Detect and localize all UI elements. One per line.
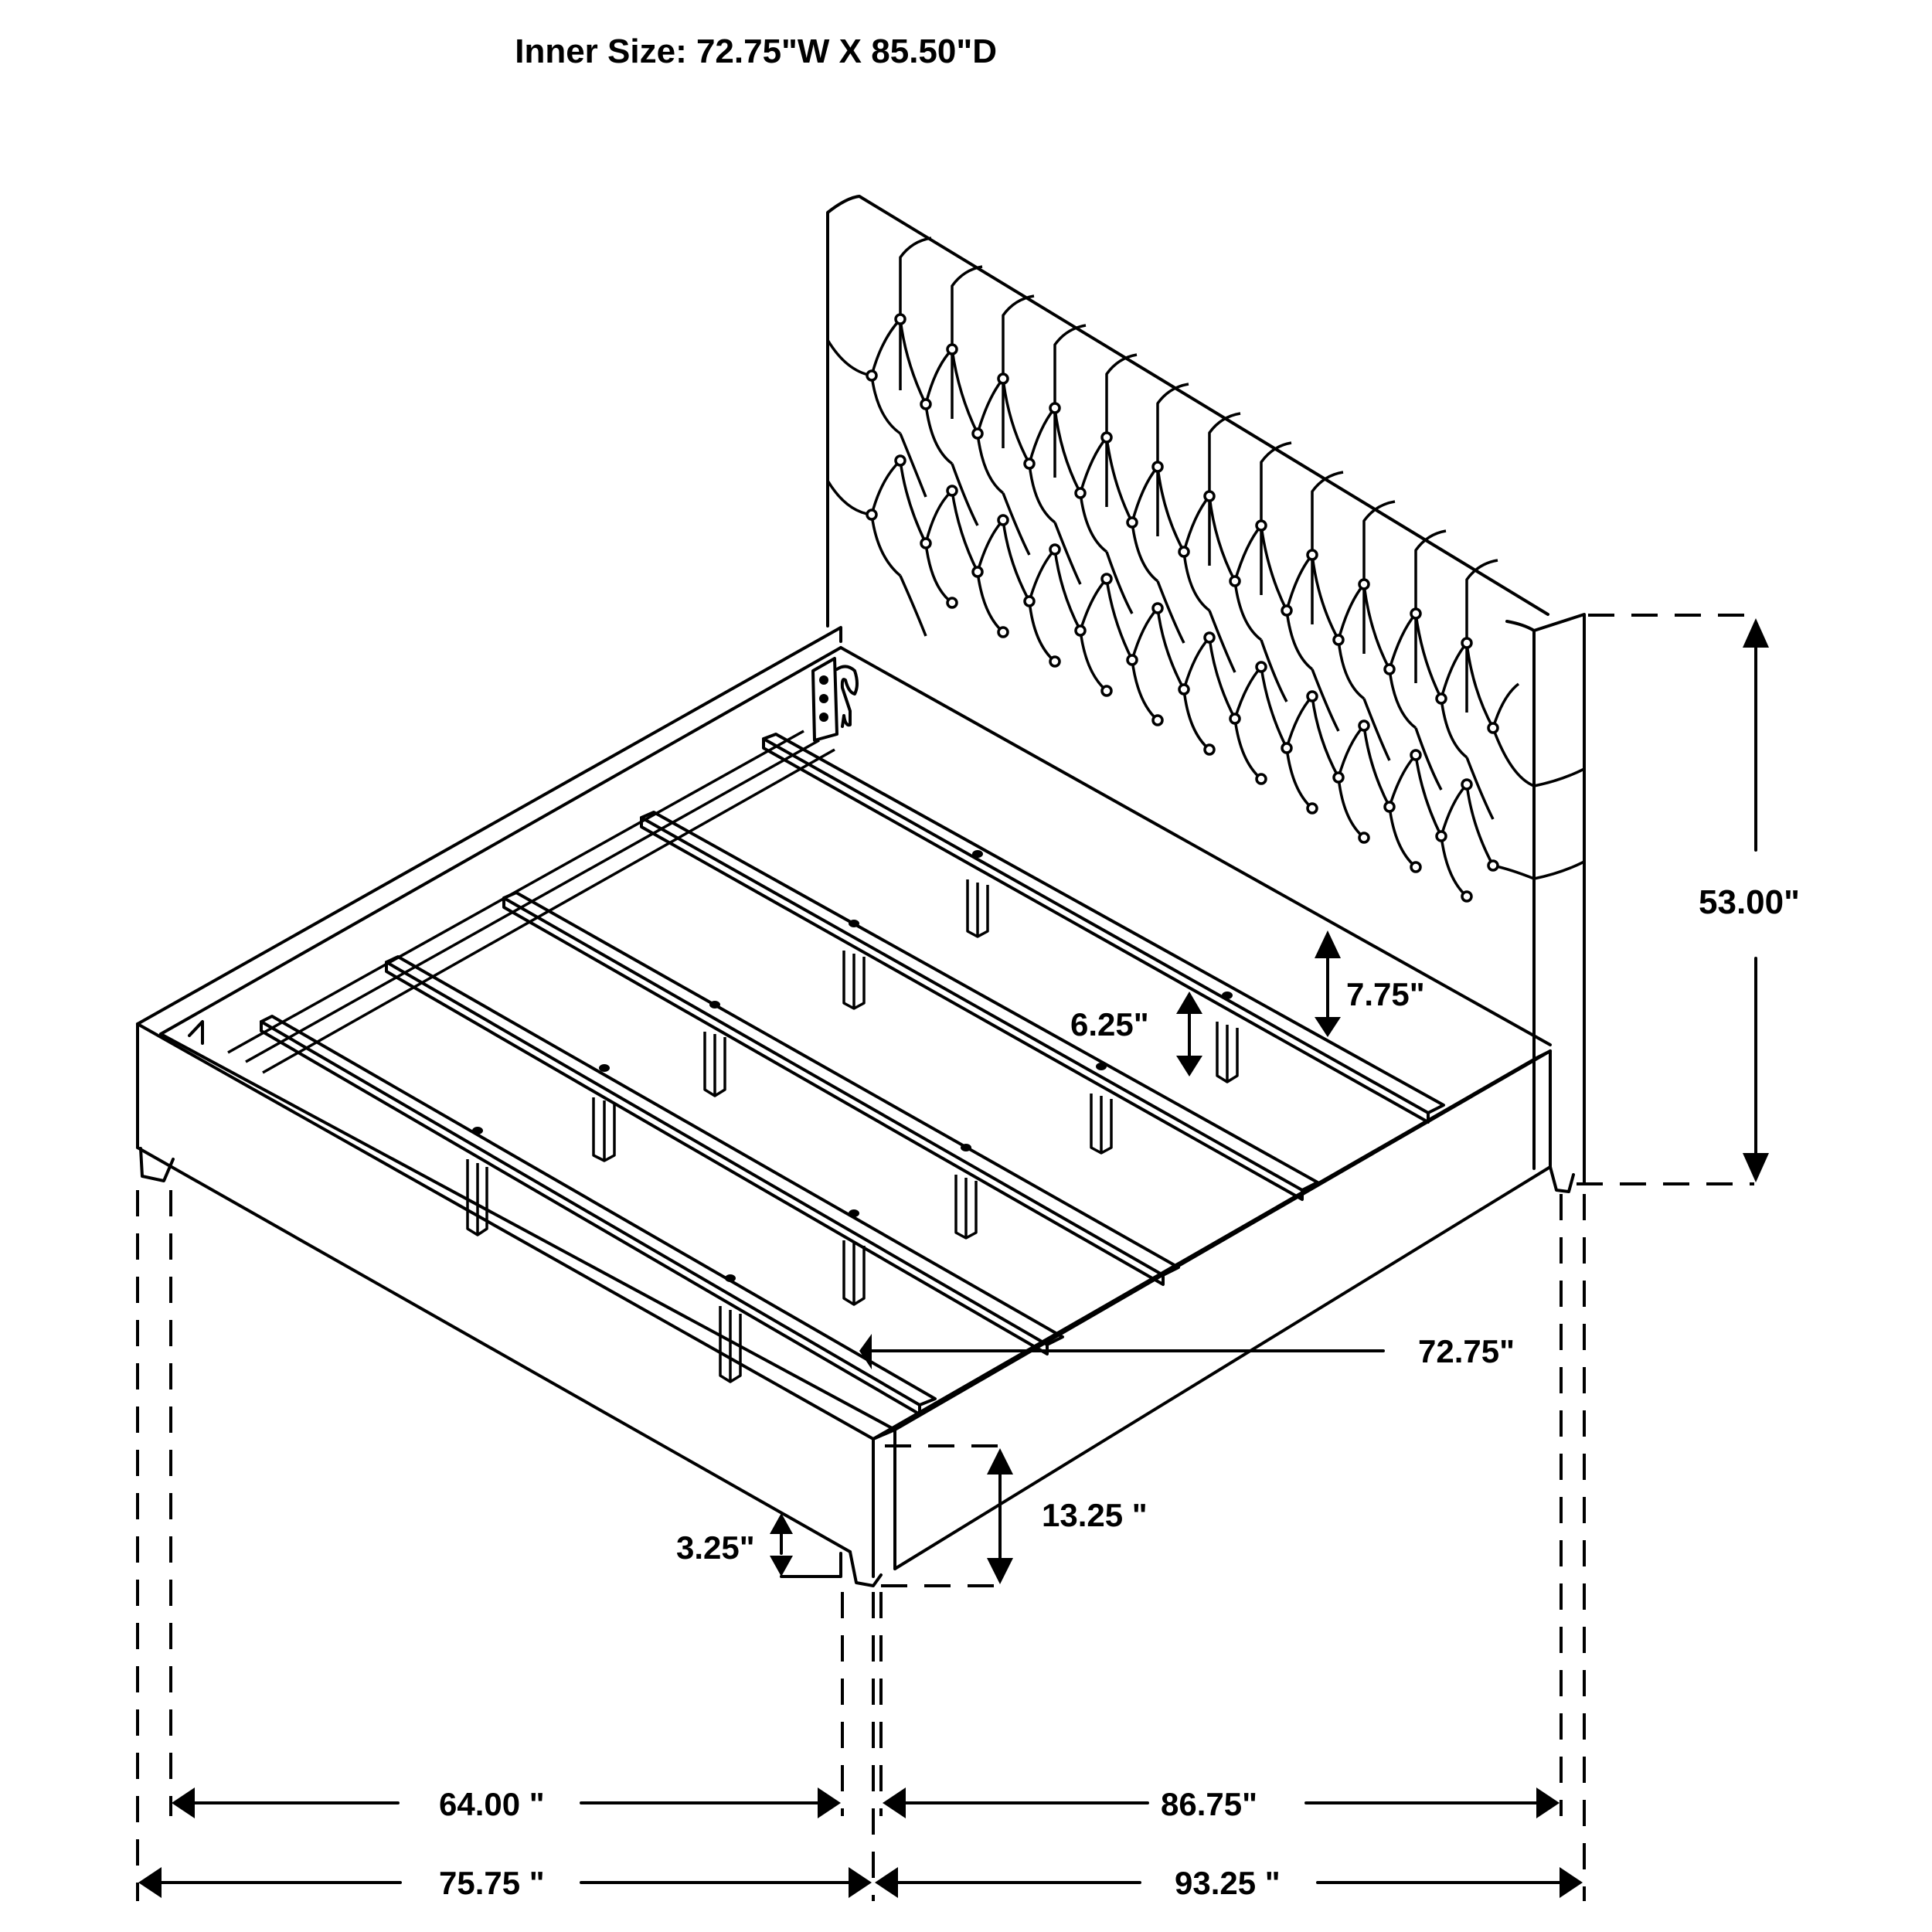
inner-side-length-label: 86.75" <box>1161 1786 1258 1822</box>
bed-frame <box>136 626 1575 1587</box>
slat-support-legs <box>466 879 1239 1383</box>
side-rail-height-label: 7.75" <box>1346 976 1425 1012</box>
inner-size-title: Inner Size: 72.75"W X 85.50"D <box>515 32 997 70</box>
tufting-buttons <box>866 313 1499 903</box>
headboard-height-label: 53.00" <box>1699 883 1800 921</box>
inner-front-width-label: 64.00 " <box>439 1786 545 1822</box>
slats <box>260 733 1445 1416</box>
overall-width-label: 75.75 " <box>439 1865 545 1901</box>
frame-height-label: 13.25 " <box>1042 1497 1148 1533</box>
tufting-channels <box>899 236 1498 713</box>
inner-width-label: 72.75" <box>1418 1333 1515 1369</box>
diamond-tufting <box>826 318 1535 898</box>
dimension-lines <box>136 614 1769 1901</box>
slat-support-height-label: 6.25" <box>1070 1006 1149 1043</box>
leg-height-label: 3.25" <box>676 1529 755 1566</box>
headboard-bracket <box>811 657 859 742</box>
headboard <box>826 195 1586 1184</box>
overall-length-label: 93.25 " <box>1175 1865 1281 1901</box>
